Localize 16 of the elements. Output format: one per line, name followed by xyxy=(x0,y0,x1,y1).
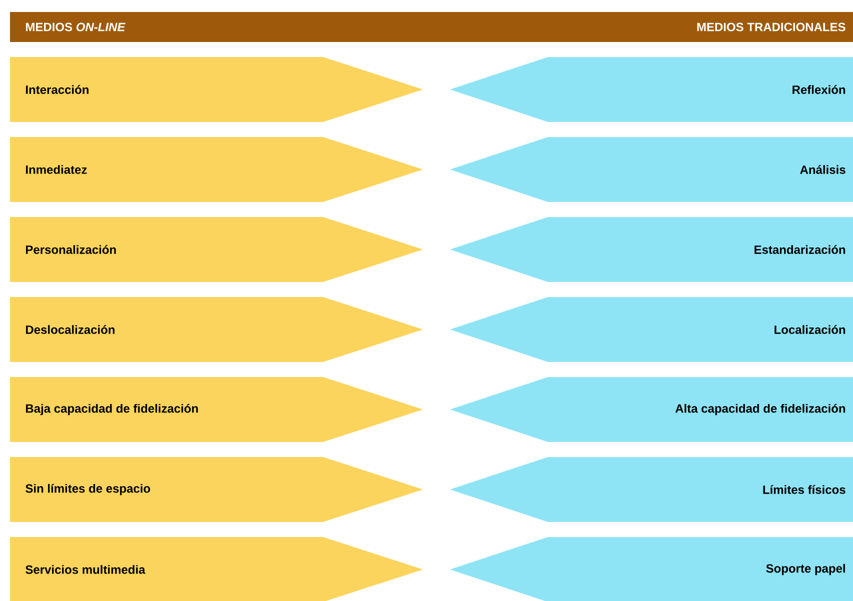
arrow-box: Análisis xyxy=(450,136,853,202)
arrow-box: Estandarización xyxy=(450,216,853,282)
arrow-box: Personalización xyxy=(10,216,423,282)
arrow-box: Límites físicos xyxy=(450,456,853,522)
arrow-box: Soporte papel xyxy=(450,536,853,601)
arrow-box: Inmediatez xyxy=(10,136,423,202)
header-title: MEDIOS TRADICIONALES xyxy=(697,22,846,32)
arrow-box: Reflexión xyxy=(450,56,853,122)
arrow-box: Alta capacidad de fidelización xyxy=(450,376,853,442)
arrow-box: Deslocalización xyxy=(10,296,423,362)
arrow-box: Baja capacidad de fidelización xyxy=(10,376,423,442)
arrow-box: Localización xyxy=(450,296,853,362)
arrow-box: Sin límites de espacio xyxy=(10,456,423,522)
header-title: MEDIOS ON-LINE xyxy=(26,22,126,32)
arrow-box: Servicios multimedia xyxy=(10,536,423,601)
arrow-box: Interacción xyxy=(10,56,423,122)
